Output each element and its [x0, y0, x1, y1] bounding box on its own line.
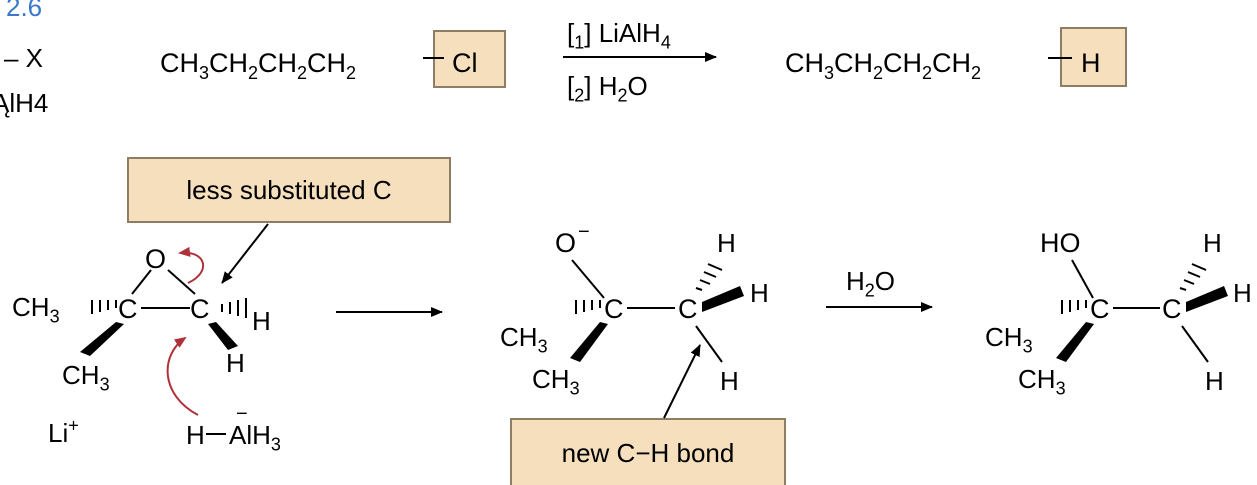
epoxide-carbon-1: C — [118, 294, 138, 324]
new-bond-pointer — [663, 344, 701, 419]
alcohol-solid-wedge-h — [1186, 286, 1228, 312]
alcohol-carbon-2: C — [1162, 294, 1182, 324]
alkoxide-carbon-1: C — [604, 294, 624, 324]
reactant-halogen: Cl — [452, 48, 478, 78]
reagent-step-1: [1] LiAlH4 — [567, 18, 671, 53]
epoxide-hashed-wedge-left — [91, 300, 117, 314]
alkoxide-hashed-wedge-left — [575, 300, 601, 314]
alkoxide-h-top: H — [717, 228, 736, 258]
hydride-h: H — [186, 420, 205, 450]
less-substituted-label: less substituted C — [186, 174, 392, 205]
fragment-section-number: 2.6 — [6, 0, 43, 22]
reagent-step-2: [2] H2O — [567, 71, 648, 106]
product-hydrogen: H — [1081, 48, 1101, 78]
alcohol-methyl-1: CH3 — [985, 322, 1033, 357]
alkoxide-co-bond — [571, 259, 605, 299]
product-chain: CH3CH2CH2CH2 — [785, 48, 981, 83]
alcohol-hashed-wedge-left — [1061, 300, 1087, 314]
less-substituted-callout: less substituted C — [127, 157, 451, 223]
epoxide-hashed-wedge-right — [221, 298, 247, 318]
epoxide-co-bond-2 — [167, 269, 196, 295]
alcohol-hydroxyl: HO — [1040, 228, 1081, 258]
alkoxide-methyl-2: CH3 — [532, 364, 580, 399]
epoxide-hydrogen-down: H — [226, 348, 245, 378]
alkoxide-charge: − — [578, 221, 590, 243]
alcohol-ch-bond-down — [1181, 325, 1209, 363]
alkoxide-hashed-wedge-up — [695, 263, 723, 291]
alcohol-hashed-wedge-up — [1179, 263, 1207, 291]
epoxide-oxygen: O — [145, 244, 166, 274]
lithium-cation: Li+ — [48, 416, 79, 448]
alkoxide-solid-wedge-methyl — [570, 322, 608, 362]
epoxide-methyl-1: CH3 — [12, 292, 60, 327]
epoxide-co-bond-1 — [131, 269, 152, 295]
epoxide-methyl-2: CH3 — [62, 360, 110, 395]
reactant-chain: CH3CH2CH2CH2 — [160, 48, 356, 83]
alkoxide-ch-bond-down — [695, 325, 723, 363]
less-substituted-pointer — [221, 223, 269, 284]
epoxide-solid-wedge-h — [208, 322, 238, 350]
alkoxide-oxygen: O — [555, 228, 576, 258]
curved-arrow-hydride — [166, 336, 199, 416]
alkoxide-h-right: H — [750, 278, 769, 308]
epoxide-hydrogen-right: H — [252, 306, 271, 336]
alkoxide-methyl-1: CH3 — [500, 322, 548, 357]
fragment-halide: – X — [4, 43, 44, 73]
hydride-alh3: AlH3 — [229, 420, 281, 455]
alcohol-solid-wedge-methyl — [1056, 322, 1094, 362]
alcohol-methyl-2: CH3 — [1018, 364, 1066, 399]
new-bond-callout: new C−H bond — [510, 418, 786, 485]
alcohol-h-right: H — [1233, 278, 1252, 308]
workup-reagent: H2O — [846, 266, 895, 301]
alkoxide-solid-wedge-h — [702, 286, 744, 312]
alcohol-co-bond — [1071, 259, 1094, 299]
alkoxide-h-bottom: H — [720, 366, 739, 396]
curved-arrow-co-break — [178, 246, 205, 284]
epoxide-carbon-2: C — [190, 294, 210, 324]
alcohol-h-top: H — [1203, 228, 1222, 258]
epoxide-solid-wedge-methyl — [80, 322, 124, 356]
alcohol-h-bottom: H — [1205, 366, 1224, 396]
alkoxide-carbon-2: C — [678, 294, 698, 324]
leaving-group-box — [433, 30, 506, 88]
alcohol-carbon-1: C — [1090, 294, 1110, 324]
hydride-charge: − — [236, 403, 248, 425]
fragment-reagent: ĄlH4 — [0, 88, 49, 118]
new-bond-label: new C−H bond — [561, 437, 735, 468]
